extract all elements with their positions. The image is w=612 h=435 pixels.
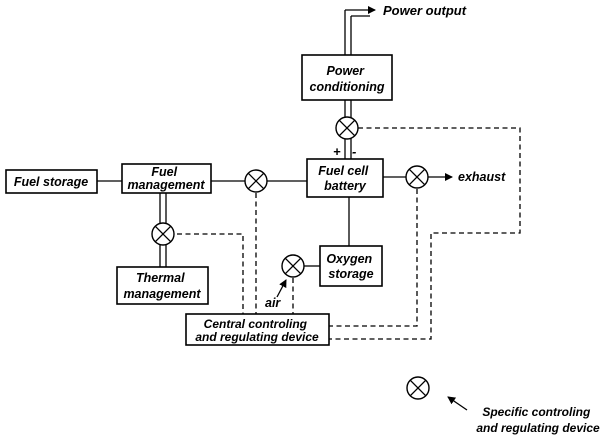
valve-thermal: [151, 222, 175, 246]
central-device-block: Central controling and regulating device: [185, 313, 330, 346]
exhaust-label: exhaust: [458, 170, 506, 184]
thermal-management-block: Thermal management: [116, 266, 209, 305]
legend-valve-icon: [406, 376, 430, 400]
fuel-cell-battery-label: Fuel cell battery: [318, 164, 372, 193]
oxygen-storage-label-line-2: storage: [328, 267, 373, 281]
legend-text: Specific controling and regulating devic…: [476, 405, 600, 435]
thermal-management-label-line-1: Thermal: [136, 271, 185, 285]
oxygen-storage-label: Oxygen storage: [326, 252, 375, 281]
valve-power-conditioning: [335, 116, 359, 140]
fuel-cell-battery-label-line-2: battery: [324, 179, 367, 193]
fuel-management-label: Fuel management: [127, 165, 205, 192]
fuel-storage-label-line-1: Fuel storage: [14, 175, 88, 189]
valve-exhaust: [405, 165, 429, 189]
valve-fuel-supply: [244, 169, 268, 193]
fuel-cell-battery-block: Fuel cell battery: [306, 158, 384, 198]
legend-text-line-1: Specific controling: [482, 405, 591, 419]
plus-terminal-label: +: [333, 144, 341, 159]
power-output-label: Power output: [383, 3, 467, 18]
central-device-label-line-2: and regulating device: [195, 330, 319, 344]
valve-oxygen: [281, 254, 305, 278]
control-lines: [177, 127, 521, 340]
solid-connectors: [97, 6, 453, 267]
central-device-label-line-1: Central controling: [204, 317, 308, 331]
air-label: air: [265, 296, 281, 310]
power-conditioning-block: Power conditioning: [301, 54, 393, 101]
minus-terminal-label: -: [352, 144, 356, 159]
power-conditioning-label: Power conditioning: [310, 64, 385, 94]
fuel-management-label-line-1: Fuel: [151, 165, 177, 179]
fuel-management-label-line-2: management: [127, 178, 205, 192]
fuel-storage-label: Fuel storage: [14, 175, 88, 189]
legend-arrow: [447, 396, 468, 411]
thermal-management-label-line-2: management: [123, 287, 201, 301]
oxygen-storage-block: Oxygen storage: [319, 245, 383, 287]
oxygen-storage-label-line-1: Oxygen: [326, 252, 372, 266]
fuel-cell-battery-label-line-1: Fuel cell: [318, 164, 369, 178]
legend-text-line-2: and regulating device: [476, 421, 600, 435]
power-conditioning-label-line-1: Power: [327, 64, 366, 78]
fuel-storage-block: Fuel storage: [5, 169, 98, 194]
fuel-management-block: Fuel management: [121, 163, 212, 194]
thermal-management-label: Thermal management: [123, 271, 201, 301]
legend: Specific controling and regulating devic…: [406, 376, 600, 435]
central-device-label: Central controling and regulating device: [195, 317, 319, 344]
power-conditioning-label-line-2: conditioning: [310, 80, 385, 94]
